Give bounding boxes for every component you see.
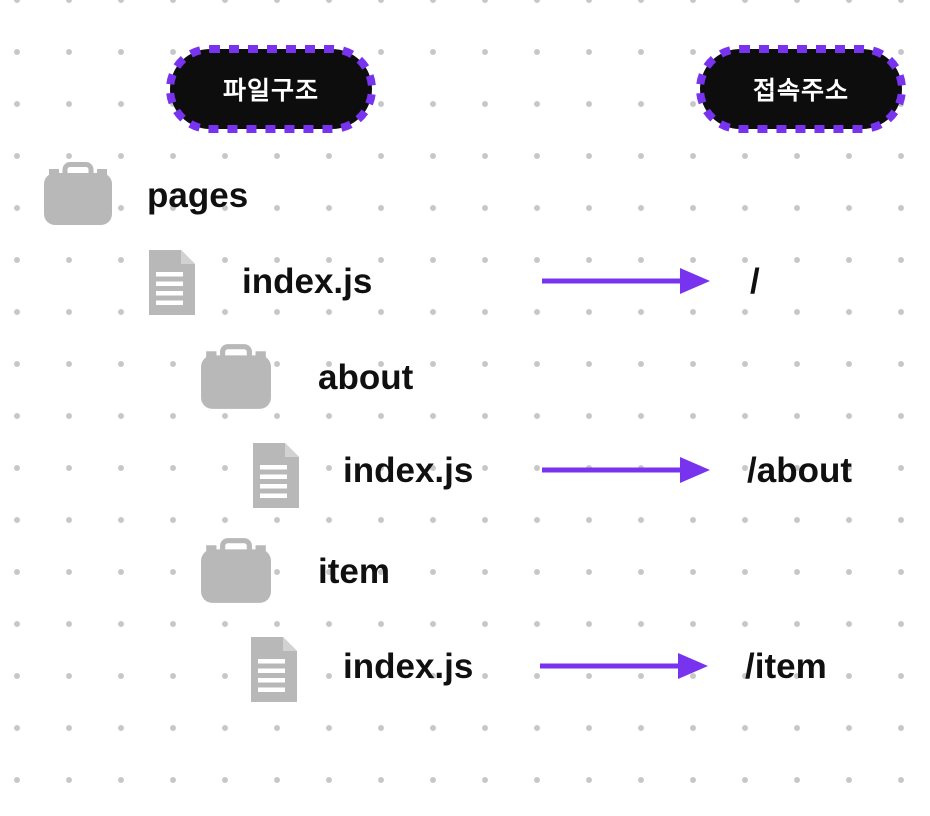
url-item: /item: [745, 647, 827, 686]
badge-pill-dashed-border: [166, 45, 376, 133]
badge-pill-dashed-border: [696, 45, 906, 133]
folder-name-about: about: [318, 358, 414, 397]
folder-name-item: item: [318, 552, 390, 591]
badge-access-url: 접속주소: [695, 44, 907, 134]
file-name-index-js: index.js: [343, 451, 474, 490]
badge-file-structure: 파일구조: [165, 44, 377, 134]
folder-icon: [201, 538, 271, 603]
file-icon: [253, 443, 299, 508]
right-arrow-icon: [542, 268, 710, 294]
right-arrow-icon: [542, 457, 710, 483]
badge-file-structure-label: 파일구조: [222, 77, 319, 105]
badge-access-url-label: 접속주소: [752, 77, 849, 105]
url-root: /: [750, 262, 760, 301]
file-name-index-js: index.js: [242, 262, 373, 301]
folder-icon: [201, 344, 271, 409]
file-icon: [251, 637, 297, 702]
folder-icon: [44, 162, 112, 225]
url-about: /about: [747, 451, 852, 490]
file-icon: [149, 250, 195, 315]
right-arrow-icon: [540, 653, 708, 679]
folder-name-pages: pages: [147, 176, 249, 215]
file-name-index-js: index.js: [343, 647, 474, 686]
